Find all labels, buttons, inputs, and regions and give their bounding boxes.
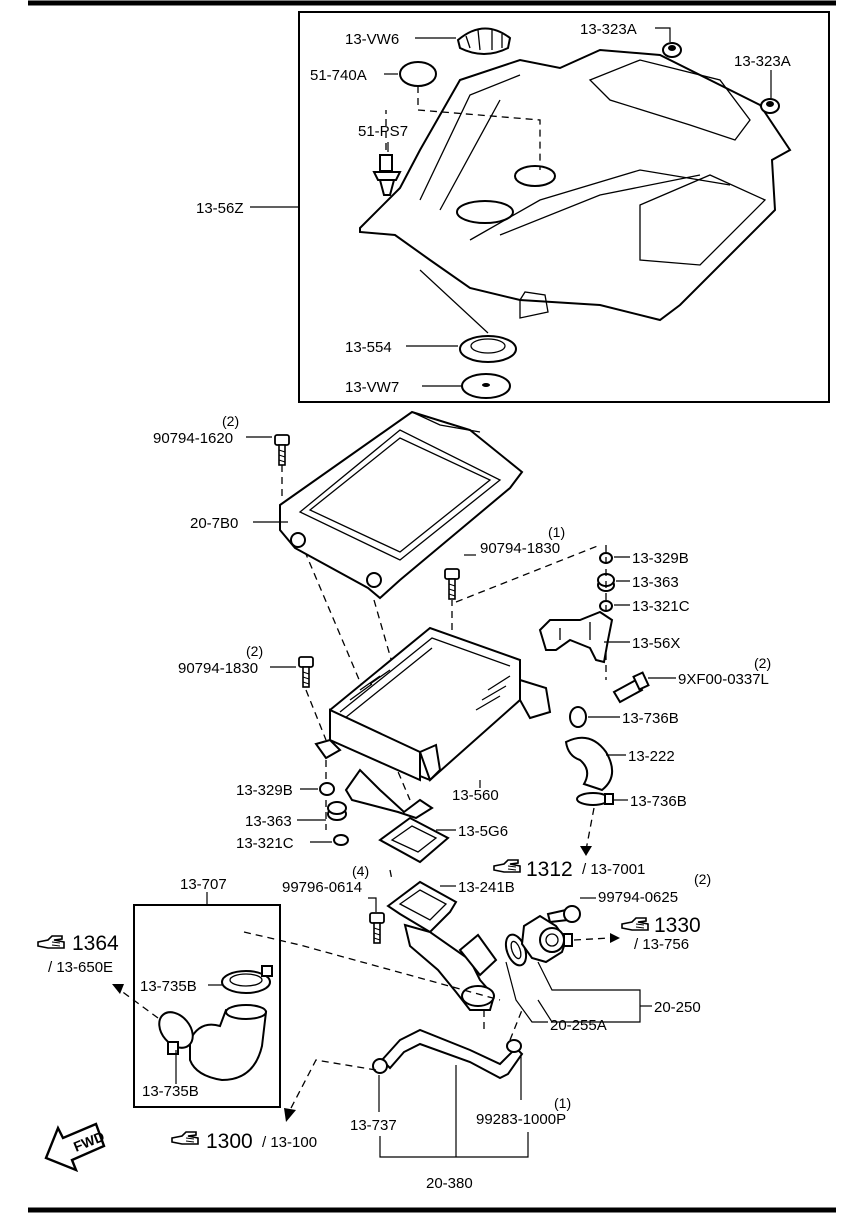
- pointing-hand-icon: [493, 859, 521, 873]
- arrow-to-1330: [610, 933, 620, 943]
- intercooler-13-560: [314, 626, 552, 820]
- hose-13-222: [564, 736, 613, 792]
- ref-1312-number: 1312: [526, 858, 573, 881]
- label-51-740A: 51-740A: [310, 67, 367, 84]
- nut-13-323A-2: [760, 98, 780, 114]
- qty-99794-0625: (2): [694, 871, 711, 887]
- ref-1312-sub: / 13-7001: [582, 861, 645, 878]
- ref-1364-sub: / 13-650E: [48, 959, 113, 976]
- label-13-329B-left: 13-329B: [236, 782, 293, 799]
- bolt-90794-1830-1: [444, 568, 460, 600]
- label-13-VW6: 13-VW6: [345, 31, 399, 48]
- label-13-554: 13-554: [345, 339, 392, 356]
- label-13-56X: 13-56X: [632, 635, 680, 652]
- label-13-735B-upper: 13-735B: [140, 978, 197, 995]
- label-13-737: 13-737: [350, 1117, 397, 1134]
- bolt-90794-1620: [274, 434, 290, 466]
- label-13-241B: 13-241B: [458, 879, 515, 896]
- bolt-99794-0625: [546, 905, 581, 924]
- ref-1330-sub: / 13-756: [634, 936, 689, 953]
- ref-1330-number: 1330: [654, 914, 701, 937]
- label-13-329B-right: 13-329B: [632, 550, 689, 567]
- label-99283-1000P: 99283-1000P: [476, 1111, 566, 1128]
- qty-90794-1620: (2): [222, 413, 239, 429]
- duct-13-241B: [386, 880, 498, 1011]
- nut-13-323A-1: [662, 42, 682, 58]
- label-13-707: 13-707: [180, 876, 227, 893]
- label-13-56Z: 13-56Z: [196, 200, 244, 217]
- bolt-99796-0614: [369, 912, 385, 944]
- label-13-VW7: 13-VW7: [345, 379, 399, 396]
- label-99794-0625: 99794-0625: [598, 889, 678, 906]
- washer-13-329B-left: [319, 782, 335, 796]
- gasket-13-5G6: [378, 816, 450, 864]
- hose-13-707: [189, 1004, 268, 1082]
- pointing-hand-icon-1364: [37, 935, 65, 949]
- clip-51-PS7: [372, 154, 402, 196]
- label-13-736B-upper: 13-736B: [622, 710, 679, 727]
- arrow-to-1312: [580, 846, 592, 856]
- duct-20-7B0: [279, 410, 524, 600]
- qty-90794-1830-2: (2): [246, 643, 263, 659]
- clamp-13-736B-upper: [569, 706, 587, 728]
- label-13-560: 13-560: [452, 787, 499, 804]
- bracket-13-56X: [538, 610, 614, 664]
- pointing-hand-icon-1300: [171, 1131, 199, 1145]
- pointing-hand-icon-1330: [621, 917, 649, 931]
- label-13-5G6: 13-5G6: [458, 823, 508, 840]
- cap-13-VW6: [456, 27, 512, 55]
- label-20-250: 20-250: [654, 999, 701, 1016]
- label-13-323A-1: 13-323A: [580, 21, 637, 38]
- qty-99796-0614: (4): [352, 863, 369, 879]
- valve-20-250: [520, 914, 573, 964]
- qty-99283-1000P: (1): [554, 1095, 571, 1111]
- label-99796-0614: 99796-0614: [282, 879, 362, 896]
- label-13-363-right: 13-363: [632, 574, 679, 591]
- label-13-363-left: 13-363: [245, 813, 292, 830]
- arrow-to-1364: [112, 984, 124, 994]
- label-90794-1830-2: 90794-1830: [178, 660, 258, 677]
- label-13-321C-left: 13-321C: [236, 835, 294, 852]
- washer-13-VW7: [461, 373, 511, 399]
- ref-1300-number: 1300: [206, 1130, 253, 1153]
- bushing-13-363-right: [597, 573, 615, 592]
- label-13-222: 13-222: [628, 748, 675, 765]
- ref-1364-number: 1364: [72, 932, 119, 955]
- label-20-7B0: 20-7B0: [190, 515, 238, 532]
- plug-51-740A: [399, 61, 437, 87]
- label-20-255A: 20-255A: [550, 1017, 607, 1034]
- arrow-to-1300: [284, 1108, 296, 1122]
- label-13-736B-lower: 13-736B: [630, 793, 687, 810]
- ref-1300-sub: / 13-100: [262, 1134, 317, 1151]
- label-51-PS7: 51-PS7: [358, 123, 408, 140]
- label-20-380: 20-380: [426, 1175, 473, 1192]
- bolt-9XF00-0337L: [612, 671, 650, 704]
- label-9XF00-0337L: 9XF00-0337L: [678, 671, 769, 688]
- clamp-13-735B-lower: [158, 1011, 194, 1055]
- clamp-13-735B-upper: [221, 965, 273, 994]
- grommet-13-554: [459, 335, 517, 363]
- label-90794-1620: 90794-1620: [153, 430, 233, 447]
- label-13-323A-2: 13-323A: [734, 53, 791, 70]
- label-13-735B-lower: 13-735B: [142, 1083, 199, 1100]
- engine-cover-13-56Z: [359, 48, 792, 322]
- forward-arrow-icon: FWD: [44, 1122, 107, 1173]
- label-13-321C-right: 13-321C: [632, 598, 690, 615]
- qty-90794-1830-1: (1): [548, 524, 565, 540]
- washer-13-321C-left: [333, 834, 349, 846]
- hose-20-380: [372, 1028, 524, 1080]
- bolt-90794-1830-2: [298, 656, 314, 688]
- label-90794-1830-1: 90794-1830: [480, 540, 560, 557]
- clamp-13-736B-lower: [576, 792, 614, 806]
- qty-9XF00-0337L: (2): [754, 655, 771, 671]
- bushing-13-363-left: [327, 801, 347, 821]
